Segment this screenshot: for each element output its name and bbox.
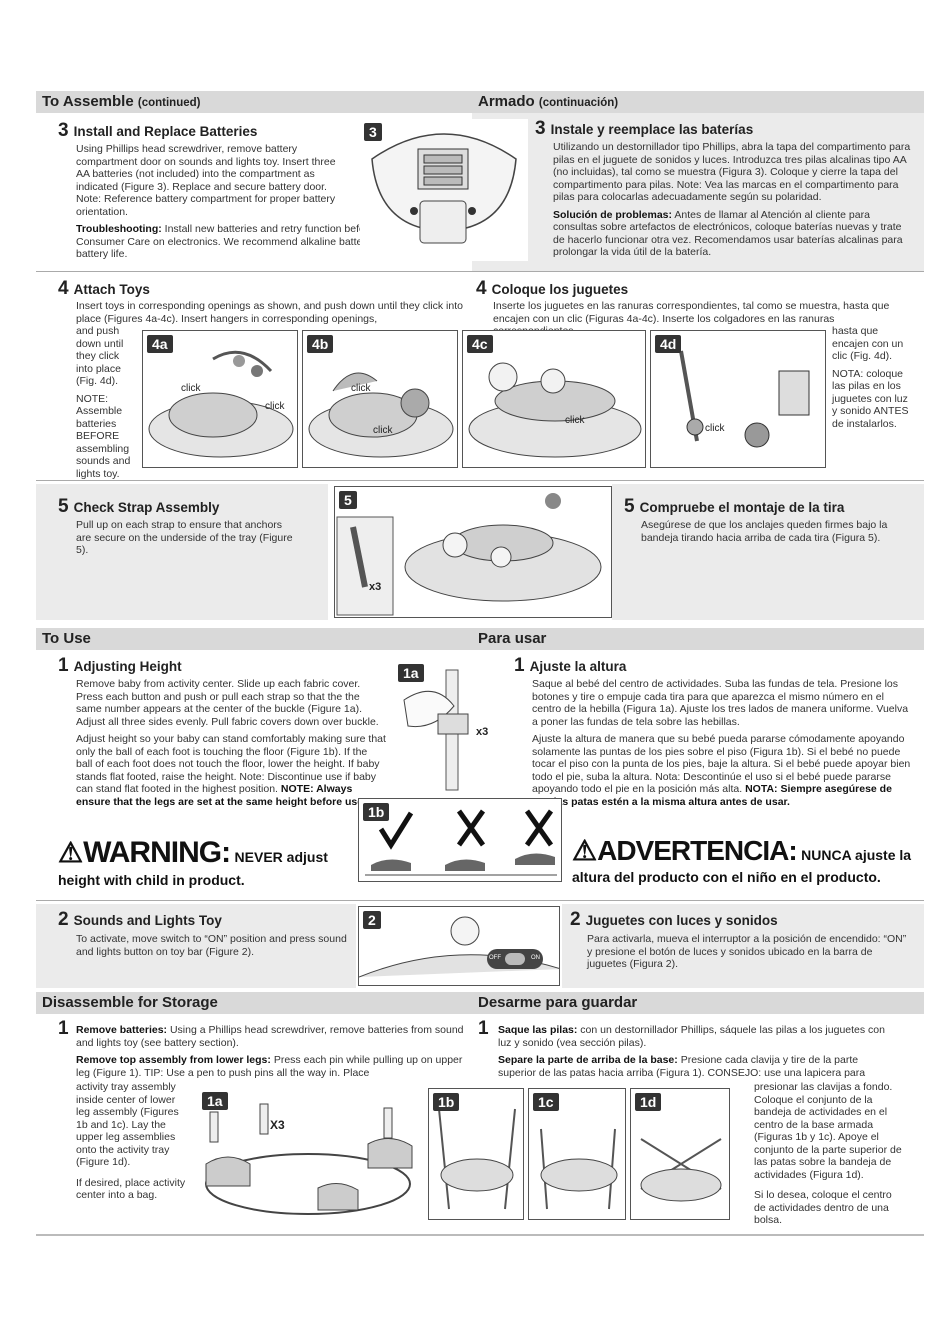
figure-label: 1d xyxy=(635,1093,662,1111)
click-label: click xyxy=(181,383,201,394)
figure-label: 4c xyxy=(467,335,493,353)
click-label: click xyxy=(351,383,371,394)
use-step1-body-es-1: Saque al bebé del centro de actividades.… xyxy=(532,678,909,728)
figure-label: 1a xyxy=(202,1092,228,1110)
figure-label: 4a xyxy=(147,335,173,353)
figure-label: 1b xyxy=(433,1093,460,1111)
section-header-assemble-es: Armado (continuación) xyxy=(472,91,924,113)
disassemble-step1-num-es: 1 xyxy=(478,1018,489,1039)
figure-1c-disassemble: 1c xyxy=(528,1088,626,1220)
click-label: click xyxy=(705,423,725,434)
warning-en: ⚠WARNING: NEVER adjust height with child… xyxy=(58,836,328,888)
step3-body-es: Utilizando un destornillador tipo Philli… xyxy=(553,141,911,264)
on-label: ON xyxy=(531,955,540,961)
disassemble-side-es: presionar las clavijas a fondo. Coloque … xyxy=(754,1081,902,1226)
troubleshoot-label: Troubleshooting: xyxy=(76,223,162,235)
step5-band-left xyxy=(36,484,328,620)
section-header-use-es: Para usar xyxy=(472,628,924,650)
figure-4a: 4a click click xyxy=(142,330,298,468)
use-step1-body-en: Remove baby from activity center. Slide … xyxy=(76,678,386,808)
figure-label: 1a xyxy=(398,664,424,682)
step5-body-es: Asegúrese de que los anclajes queden fir… xyxy=(641,519,888,544)
figure-label: 2 xyxy=(363,911,381,929)
figure-5: 5 x3 xyxy=(334,486,612,618)
troubleshoot-text: Install new batteries and retry function… xyxy=(76,223,427,260)
x-mark xyxy=(456,809,486,847)
figure-label: 4d xyxy=(655,335,682,353)
step4-body-en-top: Insert toys in corresponding openings as… xyxy=(76,300,463,325)
figure-4d: 4d click xyxy=(650,330,826,468)
step5-body-en: Pull up on each strap to ensure that anc… xyxy=(76,519,293,556)
figure-3-battery: 3 xyxy=(360,119,528,261)
disassemble-body-es: Saque las pilas: con un destornillador P… xyxy=(498,1024,885,1079)
figure-1b-disassemble: 1b xyxy=(428,1088,524,1220)
click-label: click xyxy=(565,415,585,426)
figure-label: 5 xyxy=(339,491,357,509)
divider xyxy=(36,271,924,272)
x-mark xyxy=(524,809,554,847)
disassemble-step1-num-en: 1 xyxy=(58,1018,69,1039)
section-header-disassemble-en: Disassemble for Storage xyxy=(36,992,472,1014)
figure-1b-feet: 1b xyxy=(358,798,562,882)
use-step1-body-es-2: Ajuste la altura de manera que su bebé p… xyxy=(532,733,911,808)
use-step2-band-right xyxy=(562,904,924,988)
header-subtitle: (continuación) xyxy=(538,97,619,109)
step3-es-band xyxy=(472,113,924,271)
step3-instructions-en: Using Phillips head screwdriver, remove … xyxy=(76,143,336,218)
figure-4c: 4c click xyxy=(462,330,646,468)
figure-label: 3 xyxy=(364,123,382,141)
figure-label: 1b xyxy=(363,803,390,821)
section-header-use-en: To Use xyxy=(36,628,472,650)
x3-label: X3 xyxy=(270,1118,285,1132)
x3-label: x3 xyxy=(369,581,382,593)
step4-body-en-side: and push down until they click into plac… xyxy=(76,325,131,480)
figure-1d-disassemble: 1d xyxy=(630,1088,730,1220)
header-title: To Assemble xyxy=(42,93,134,110)
warning-es: ⚠ADVERTENCIA: NUNCA ajuste la altura del… xyxy=(572,835,912,885)
header-title: Armado xyxy=(478,93,535,110)
section-header-disassemble-es: Desarme para guardar xyxy=(472,992,924,1014)
use-step2-body-en: To activate, move switch to “ON” positio… xyxy=(76,933,347,958)
off-label: OFF xyxy=(489,955,501,961)
figure-2-switch: 2 OFF ON xyxy=(358,906,560,986)
warning-triangle-icon: ⚠ xyxy=(58,837,84,868)
step3-troubleshoot-es: Solución de problemas: Antes de llamar a… xyxy=(553,208,903,259)
disassemble-body-en: Remove batteries: Using a Phillips head … xyxy=(76,1024,464,1079)
divider xyxy=(36,480,924,481)
use-step2-body-es: Para activarla, mueva el interruptor a l… xyxy=(587,933,907,970)
bottom-rule xyxy=(36,1234,924,1236)
disassemble-side-en: activity tray assembly inside center of … xyxy=(76,1081,186,1201)
click-label: click xyxy=(265,401,285,412)
step3-body-en: Using Phillips head screwdriver, remove … xyxy=(76,143,338,223)
warning-triangle-icon: ⚠ xyxy=(572,835,598,866)
x3-label: x3 xyxy=(476,726,489,738)
battery-compartment-illustration xyxy=(371,133,517,244)
use-step2-band-left xyxy=(36,904,356,988)
divider xyxy=(36,900,924,901)
figure-1a-disassemble: 1a X3 xyxy=(198,1088,424,1226)
figure-label: 1c xyxy=(533,1093,559,1111)
step3-instructions-es: Utilizando un destornillador tipo Philli… xyxy=(553,141,911,203)
step3-troubleshoot-en: Troubleshooting: Install new batteries a… xyxy=(76,223,456,261)
click-label: click xyxy=(373,425,393,436)
header-subtitle: (continued) xyxy=(137,97,201,109)
check-mark xyxy=(378,811,414,850)
figure-label: 4b xyxy=(307,335,334,353)
step5-band-right xyxy=(612,484,924,620)
figure-1a-height: 1a x3 xyxy=(394,660,506,792)
step4-body-es-side: hasta que encajen con un clic (Fig. 4d).… xyxy=(832,325,909,430)
figure-4b: 4b click click xyxy=(302,330,458,468)
section-header-assemble-en: To Assemble (continued) xyxy=(36,91,472,113)
